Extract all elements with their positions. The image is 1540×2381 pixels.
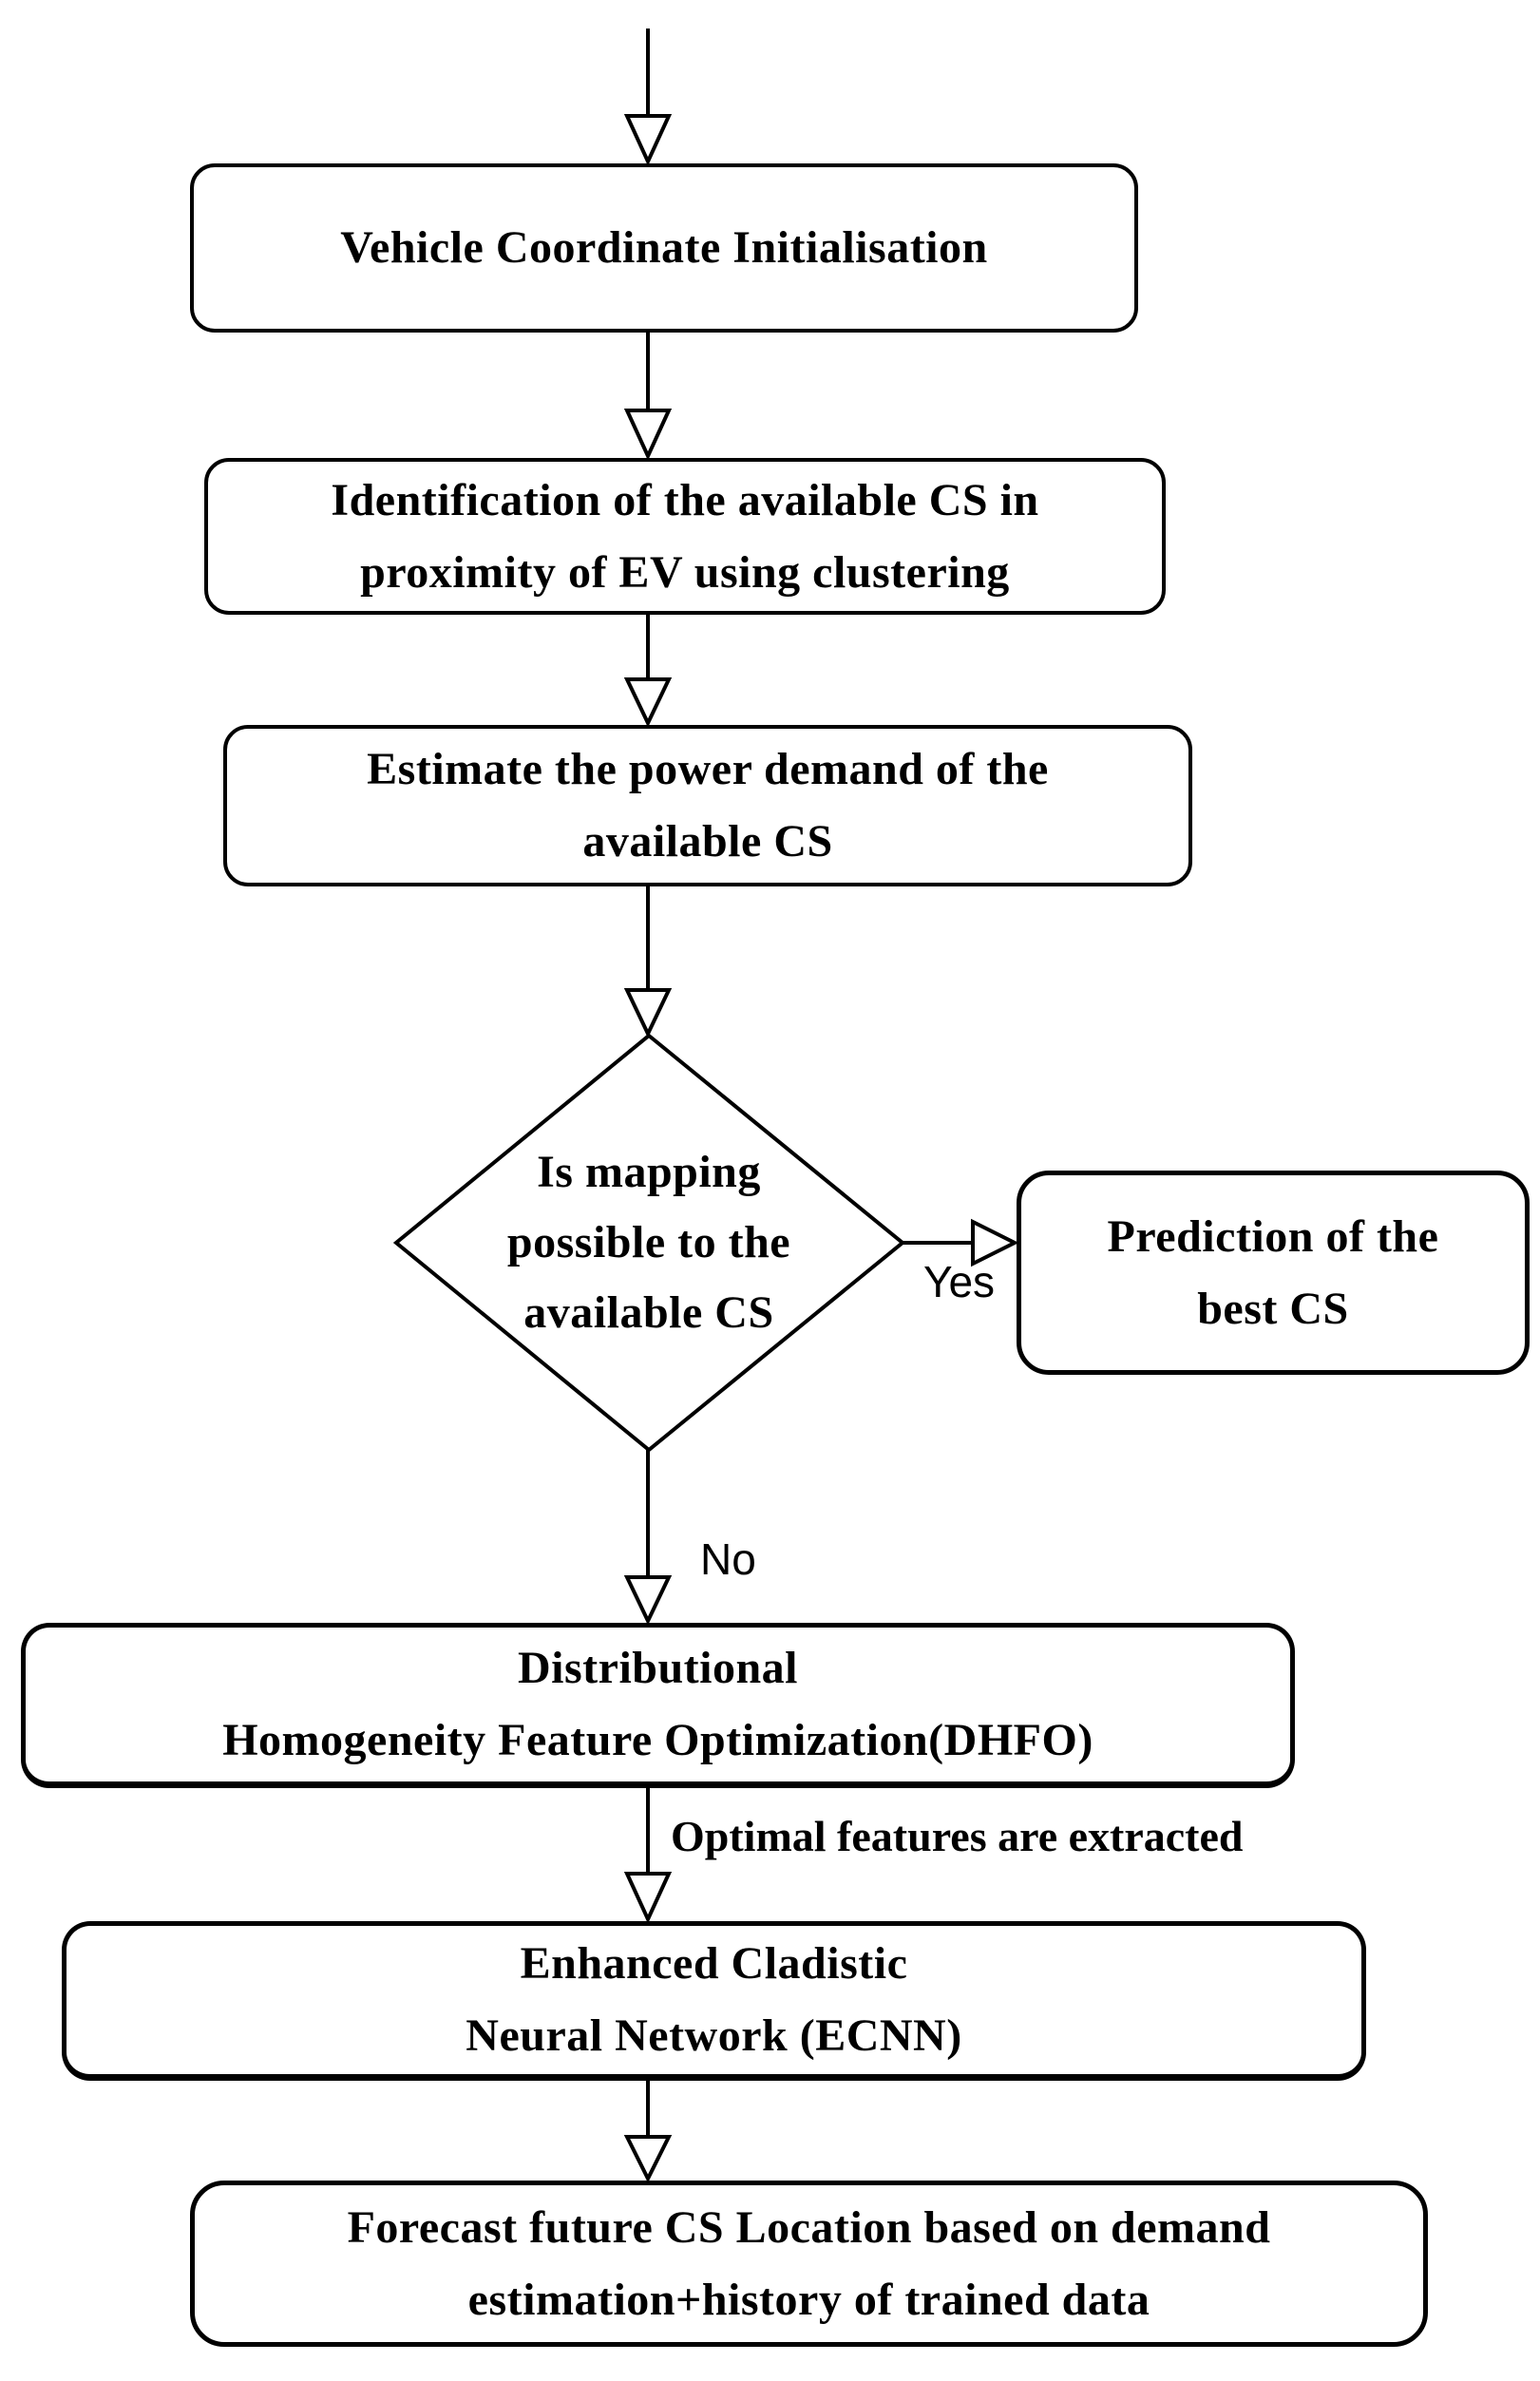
arrow-4-head <box>623 2135 673 2183</box>
arrow-3-head <box>623 988 673 1038</box>
node-ecnn: Enhanced Cladistic Neural Network (ECNN) <box>62 1921 1366 2081</box>
arrow-2-head <box>623 677 673 728</box>
arrow-yes-head <box>971 1218 1019 1267</box>
node-decision-is-mapping-possible: Is mapping possible to the available CS <box>506 1147 791 1338</box>
node-forecast-future-cs-location: Forecast future CS Location based on dem… <box>190 2181 1428 2347</box>
arrow-entry-head <box>623 114 673 166</box>
arrow-no-head <box>623 1575 673 1626</box>
node-identification-available-cs: Identification of the available CS in pr… <box>204 458 1166 615</box>
node-estimate-power-demand: Estimate the power demand of the availab… <box>223 725 1192 886</box>
node-prediction-best-cs: Prediction of the best CS <box>1017 1171 1530 1375</box>
edge-label-yes: Yes <box>923 1257 996 1306</box>
arrow-1-head <box>623 409 673 461</box>
arrow-optimal-head <box>623 1872 673 1924</box>
edge-label-optimal-features: Optimal features are extracted <box>671 1812 1244 1860</box>
node-vehicle-coordinate-initialisation: Vehicle Coordinate Initialisation <box>190 163 1138 333</box>
edge-label-no: No <box>700 1534 756 1584</box>
node-dhfo: Distributional Homogeneity Feature Optim… <box>21 1623 1295 1788</box>
